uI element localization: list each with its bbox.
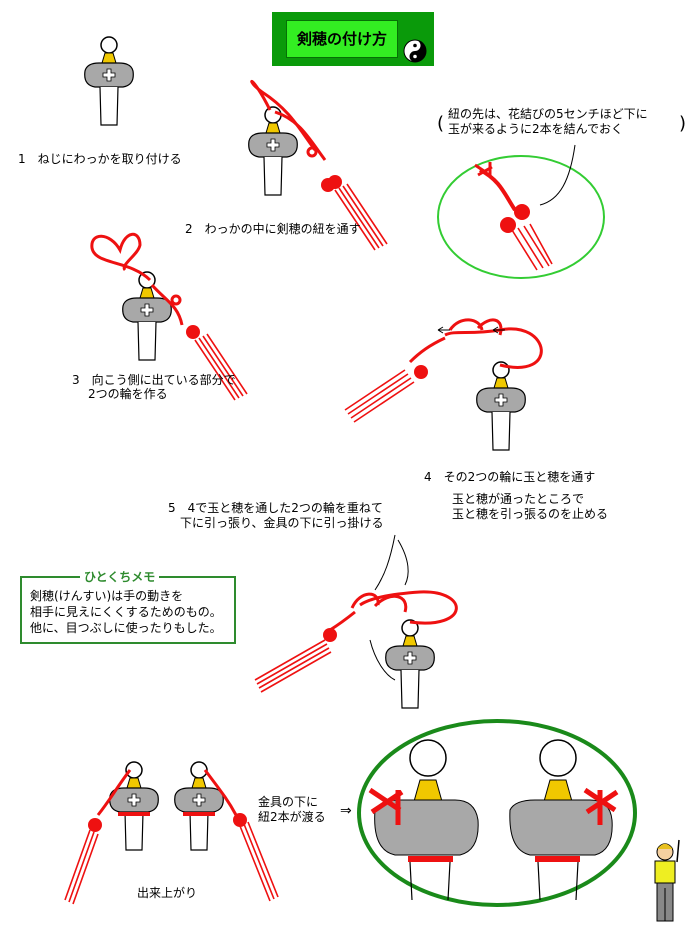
note-line2: 玉が来るように2本を結んでおく: [448, 122, 624, 136]
step5-illustration: [254, 534, 458, 709]
memo-line3: 他に、目つぶしに使ったりもした。: [30, 621, 222, 635]
step5-label-line1: 5 4で玉と穂を通した2つの輪を重ねて: [168, 501, 383, 515]
note-line1: 紐の先は、花結びの5センチほど下に: [448, 107, 648, 121]
step4-illustration: [344, 318, 543, 451]
note-closeup: [437, 144, 605, 279]
step2-illustration: [247, 79, 388, 251]
memo-line2: 相手に見えにくくするためのもの。: [30, 605, 222, 619]
step4-label-line1: 4 その2つの輪に玉と穂を通す: [424, 470, 596, 484]
closeup-ellipse: [357, 719, 637, 907]
step4-label-line2: 玉と穂が通ったところで: [452, 492, 585, 506]
memo-line1: 剣穂(けんすい)は手の動きを: [30, 589, 184, 603]
page-title: 剣穂の付け方: [286, 20, 398, 58]
memo-title: ひとくちメモ: [80, 569, 160, 585]
step3-label-line1: 3 向こう側に出ている部分で: [72, 373, 236, 387]
step3-illustration: [90, 232, 248, 401]
step4-label-line3: 玉と穂を引っ張るのを止める: [452, 507, 609, 521]
finished-label: 出来上がり: [137, 886, 198, 900]
step3-label-line2: 2つの輪を作る: [88, 387, 168, 401]
memo-body: 剣穂(けんすい)は手の動きを 相手に見えにくくするためのもの。 他に、目つぶしに…: [30, 588, 222, 636]
finished-illustration: [64, 761, 279, 905]
callout-line2: 紐2本が渡る: [258, 810, 326, 824]
yin-yang-icon: [403, 39, 427, 63]
title-box: 剣穂の付け方: [272, 12, 434, 66]
step5-label-line2: 下に引っ張り、金具の下に引っ掛ける: [180, 516, 384, 530]
note-paren-left: (: [437, 113, 445, 134]
note-paren-right: ): [679, 113, 687, 134]
step2-label: 2 わっかの中に剣穂の紐を通す: [185, 222, 361, 236]
step1-label: 1 ねじにわっかを取り付ける: [18, 152, 182, 166]
callout-line1: 金具の下に: [258, 795, 319, 809]
person-figure: [654, 839, 680, 922]
step1-hilt: [83, 36, 135, 126]
callout-arrow: ⇒: [340, 803, 352, 819]
memo-box: ひとくちメモ 剣穂(けんすい)は手の動きを 相手に見えにくくするためのもの。 他…: [20, 569, 236, 644]
